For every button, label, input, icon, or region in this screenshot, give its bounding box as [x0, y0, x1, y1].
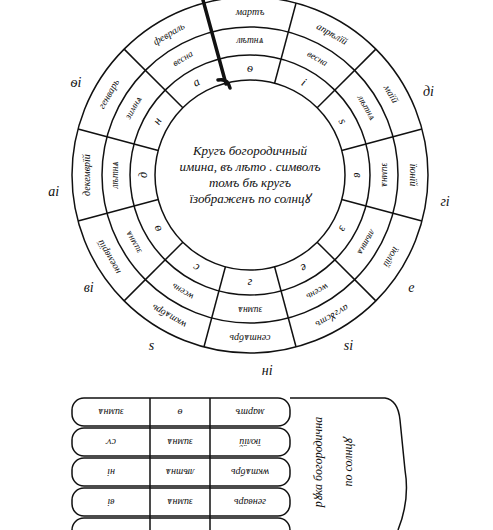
month-cell: маїй	[382, 83, 400, 105]
letter-cell: ѳ	[247, 62, 253, 74]
center-circle: Кругъ богородичный имина, въ лѣто . симв…	[155, 80, 345, 270]
finger-cell: зимнѧ	[167, 497, 193, 507]
letter-cell: в	[352, 172, 364, 177]
season-cell: ѡсень	[304, 281, 329, 301]
sector-line	[78, 129, 158, 150]
season-cell: весна	[305, 49, 329, 68]
finger	[72, 488, 290, 516]
sector-line	[342, 129, 422, 150]
ring-circle	[102, 27, 398, 323]
ring-circle	[72, 0, 428, 353]
season-cell: весна	[171, 49, 195, 68]
season-cell: зимнѧ	[238, 304, 262, 314]
letter-cell: а	[191, 75, 202, 88]
month-cell: февраль	[151, 21, 186, 47]
letter-cell: ѳ	[150, 223, 163, 234]
season-cell: лѣтнѧ	[355, 228, 377, 256]
center-text: Кругъ богородичный имина, въ лѣто . симв…	[175, 143, 325, 208]
letter-cell: с	[191, 262, 202, 275]
sector-line	[317, 242, 376, 301]
finger-cell: ні	[107, 467, 115, 477]
season-cell: лѣтнѧ	[236, 36, 263, 46]
pointer-stroke	[203, 0, 230, 88]
season-cell: ѡсень	[170, 281, 195, 301]
letter-cell: н	[150, 116, 163, 127]
outer-number: ві	[84, 281, 94, 295]
month-cell: їюлїй	[381, 245, 401, 269]
palm-text: по солнцꙋ	[342, 438, 354, 487]
finger-cell: ві	[107, 497, 114, 507]
sector-line	[342, 200, 422, 221]
season-cell: зимнѧ	[124, 229, 144, 255]
letter-cell: ѕ	[337, 116, 350, 126]
outer-number: е	[408, 281, 414, 295]
outer-number: аі	[48, 185, 59, 199]
hand-outline	[72, 398, 406, 530]
finger	[72, 428, 290, 456]
ring-circle	[155, 80, 345, 270]
month-cell: апрѣлїй	[314, 21, 348, 47]
finger-cell: мартъ	[236, 407, 265, 417]
outer-number: ѳі	[71, 76, 82, 90]
sector-line	[275, 267, 296, 347]
finger-cell: ѡктѧбрь	[231, 467, 269, 477]
season-cell: зимнѧ	[124, 95, 144, 121]
finger-cell-lines	[150, 398, 210, 530]
sector-line	[275, 3, 296, 83]
finger	[72, 398, 290, 426]
finger-cell: ѳ	[178, 407, 183, 417]
finger	[72, 518, 290, 530]
month-cell: генварь	[96, 77, 121, 110]
finger-cell: їюлїй	[239, 437, 261, 447]
letter-cell: і	[299, 76, 308, 88]
sector-line	[204, 267, 225, 347]
season-cell: зимнѧ	[379, 163, 389, 187]
month-cell: сентѧбрь	[230, 333, 271, 343]
outer-number: гі	[440, 195, 449, 209]
finger	[72, 458, 290, 486]
letter-cell: д	[137, 172, 149, 178]
outer-number: ѕі	[344, 339, 353, 353]
month-cell: їюнїй	[408, 164, 418, 187]
finger-cell: лѣтнѧ	[166, 467, 195, 477]
finger-cell: генварь	[234, 497, 266, 507]
sector-line	[78, 200, 158, 221]
month-cell: мартъ	[236, 7, 265, 17]
letter-cell: е	[298, 262, 309, 275]
ring-lines	[72, 0, 428, 353]
season-cell: лѣтнѧ	[111, 161, 121, 188]
finger-cell: сѵ	[106, 437, 116, 447]
letter-cell: г	[248, 277, 253, 289]
palm-outline	[290, 398, 406, 530]
letter-cell: з	[337, 224, 350, 234]
finger-cell: зимнѧ	[98, 407, 124, 417]
outer-number: ді	[423, 85, 434, 99]
finger-cell: зимнѧ	[167, 437, 193, 447]
month-cell: декемврїй	[82, 154, 92, 196]
palm-text: рꙋка богородична	[312, 417, 324, 507]
outer-number: ні	[262, 364, 273, 378]
season-cell: лѣтнѧ	[355, 94, 377, 122]
outer-number: ѕ	[149, 339, 154, 353]
